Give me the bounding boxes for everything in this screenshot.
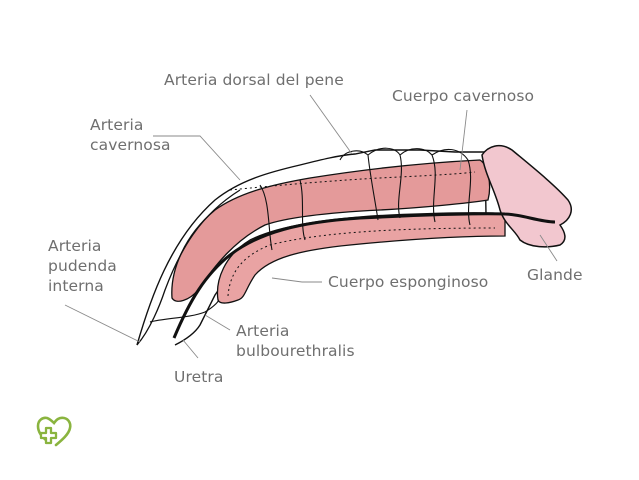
corpus-spongiosum [216,212,506,304]
leader-lines [64,94,558,359]
urethra [172,212,556,339]
corpus-cavernosum [171,159,491,302]
leader-glans [539,234,558,262]
cavernous-artery [229,171,476,191]
label-urethra: Uretra [174,368,224,386]
label-corpus-spongiosum: Cuerpo esponginoso [328,273,489,291]
label-corpus-cavernosum: Cuerpo cavernoso [392,87,535,105]
leader-urethra [182,339,199,359]
leader-dorsal-artery [309,94,353,155]
leader-cavernous-artery [153,135,241,181]
label-dorsal-artery: Arteria dorsal del pene [164,71,344,89]
label-glans: Glande [527,266,583,284]
leader-corpus-cavernosum [459,109,468,171]
heart-cross-icon [36,416,72,447]
dorsal-artery-loops [259,147,472,251]
bulbourethral-artery [149,299,220,323]
leader-pudendal-artery [64,304,141,343]
leader-bulbourethral-artery [204,314,231,331]
internal-pudendal-artery [136,189,241,346]
leader-corpus-spongiosum [271,277,322,283]
label-cavernous-artery: Arteria cavernosa [90,116,171,154]
spongy-artery [227,227,496,297]
label-internal-pudendal-artery: Arteria pudenda interna [48,237,117,295]
label-bulbourethral-artery: Arteria bulbourethralis [236,322,355,360]
